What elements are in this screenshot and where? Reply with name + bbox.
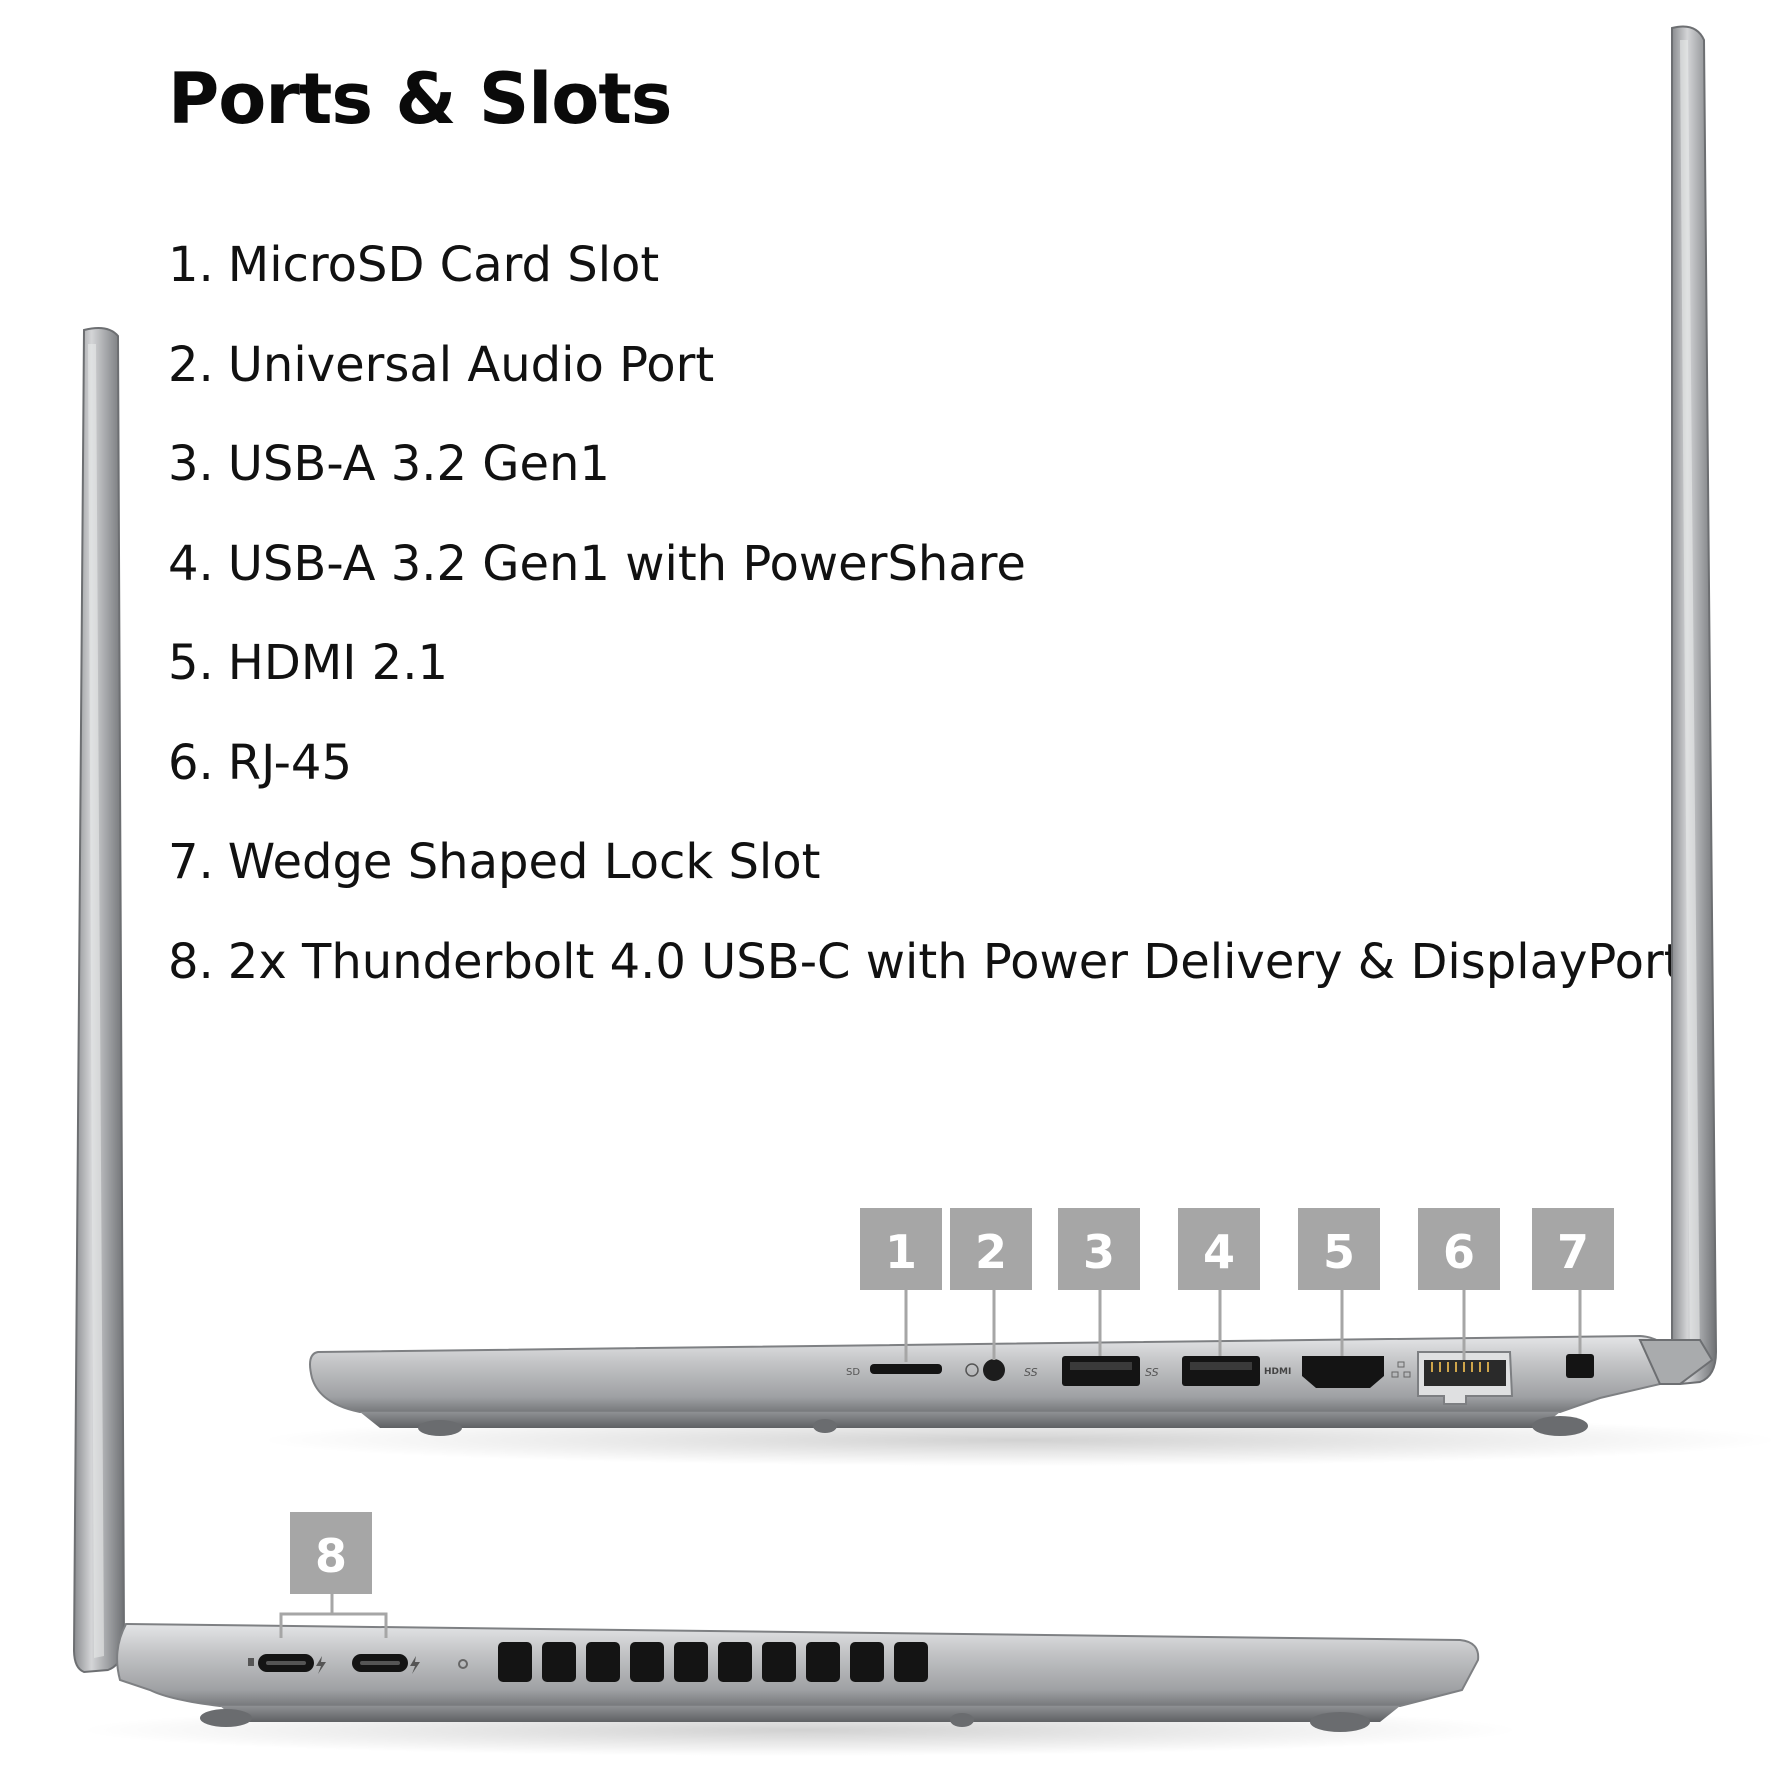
ports-list: 1.MicroSD Card Slot 2.Universal Audio Po… xyxy=(168,216,1683,1012)
callout-2: 2 xyxy=(950,1208,1032,1360)
page-title: Ports & Slots xyxy=(168,58,672,140)
list-item: 6.RJ-45 xyxy=(168,714,1683,814)
right-lid-icon xyxy=(1671,25,1718,1386)
sd-marking: SD xyxy=(846,1367,860,1378)
laptop-right-side xyxy=(260,1334,1780,1466)
headset-icon xyxy=(965,1363,979,1377)
callout-5: 5 xyxy=(1298,1208,1380,1356)
item-number: 6. xyxy=(168,734,214,791)
rj45-port-icon xyxy=(1417,1351,1514,1405)
callout-7-label: 7 xyxy=(1557,1225,1589,1279)
list-item: 8.2x Thunderbolt 4.0 USB-C with Power De… xyxy=(168,913,1683,1013)
usb-a-powershare-port-icon xyxy=(1182,1356,1260,1386)
right-side-ports: SD SS SS HDMI xyxy=(846,1351,1594,1405)
lock-slot-icon xyxy=(1566,1354,1594,1378)
callout-8: 8 xyxy=(279,1512,388,1638)
list-item: 2.Universal Audio Port xyxy=(168,316,1683,416)
callout-6: 6 xyxy=(1418,1208,1500,1360)
item-number: 5. xyxy=(168,635,214,691)
laptop-left-side xyxy=(80,1622,1520,1756)
audio-jack-icon xyxy=(983,1359,1005,1381)
item-label: Universal Audio Port xyxy=(227,336,715,393)
status-light-icon xyxy=(458,1659,468,1669)
item-number: 2. xyxy=(168,336,214,393)
usb-a-port-icon xyxy=(1062,1356,1140,1386)
left-lid-icon xyxy=(72,327,126,1674)
callout-8-label: 8 xyxy=(315,1529,347,1583)
item-label: MicroSD Card Slot xyxy=(227,237,660,293)
item-label: RJ-45 xyxy=(227,734,352,791)
callout-7: 7 xyxy=(1532,1208,1614,1354)
list-item: 7.Wedge Shaped Lock Slot xyxy=(168,813,1683,913)
item-number: 4. xyxy=(168,535,214,592)
item-label: Wedge Shaped Lock Slot xyxy=(227,834,821,890)
microsd-slot-icon xyxy=(870,1364,942,1374)
item-number: 3. xyxy=(168,436,214,492)
list-item: 1.MicroSD Card Slot xyxy=(168,216,1683,316)
callout-1: 1 xyxy=(860,1208,942,1362)
callout-2-label: 2 xyxy=(975,1225,1007,1279)
ss-marking: SS xyxy=(1145,1366,1159,1379)
callout-3-label: 3 xyxy=(1083,1225,1115,1279)
callout-4-label: 4 xyxy=(1203,1225,1235,1279)
list-item: 5.HDMI 2.1 xyxy=(168,614,1683,714)
hdmi-marking: HDMI xyxy=(1264,1367,1291,1377)
item-number: 7. xyxy=(168,834,214,890)
thunderbolt-icon xyxy=(410,1656,420,1674)
power-plug-icon xyxy=(248,1658,254,1666)
list-item: 3.USB-A 3.2 Gen1 xyxy=(168,415,1683,515)
hdmi-port-icon xyxy=(1302,1356,1384,1388)
thunderbolt-icon xyxy=(316,1656,326,1674)
air-vent-icon xyxy=(498,1642,928,1682)
item-label: USB-A 3.2 Gen1 with PowerShare xyxy=(227,535,1026,592)
ss-marking: SS xyxy=(1024,1366,1038,1379)
left-side-ports xyxy=(248,1642,928,1682)
callout-5-label: 5 xyxy=(1323,1225,1355,1279)
callout-6-label: 6 xyxy=(1443,1225,1475,1279)
callout-3: 3 xyxy=(1058,1208,1140,1356)
network-icon xyxy=(1391,1361,1411,1378)
item-label: 2x Thunderbolt 4.0 USB-C with Power Deli… xyxy=(227,933,1683,990)
item-number: 8. xyxy=(168,933,214,990)
list-item: 4.USB-A 3.2 Gen1 with PowerShare xyxy=(168,515,1683,615)
callout-4: 4 xyxy=(1178,1208,1260,1356)
item-label: USB-A 3.2 Gen1 xyxy=(227,436,610,492)
item-number: 1. xyxy=(168,237,214,293)
callout-1-label: 1 xyxy=(885,1225,917,1279)
item-label: HDMI 2.1 xyxy=(227,635,449,691)
